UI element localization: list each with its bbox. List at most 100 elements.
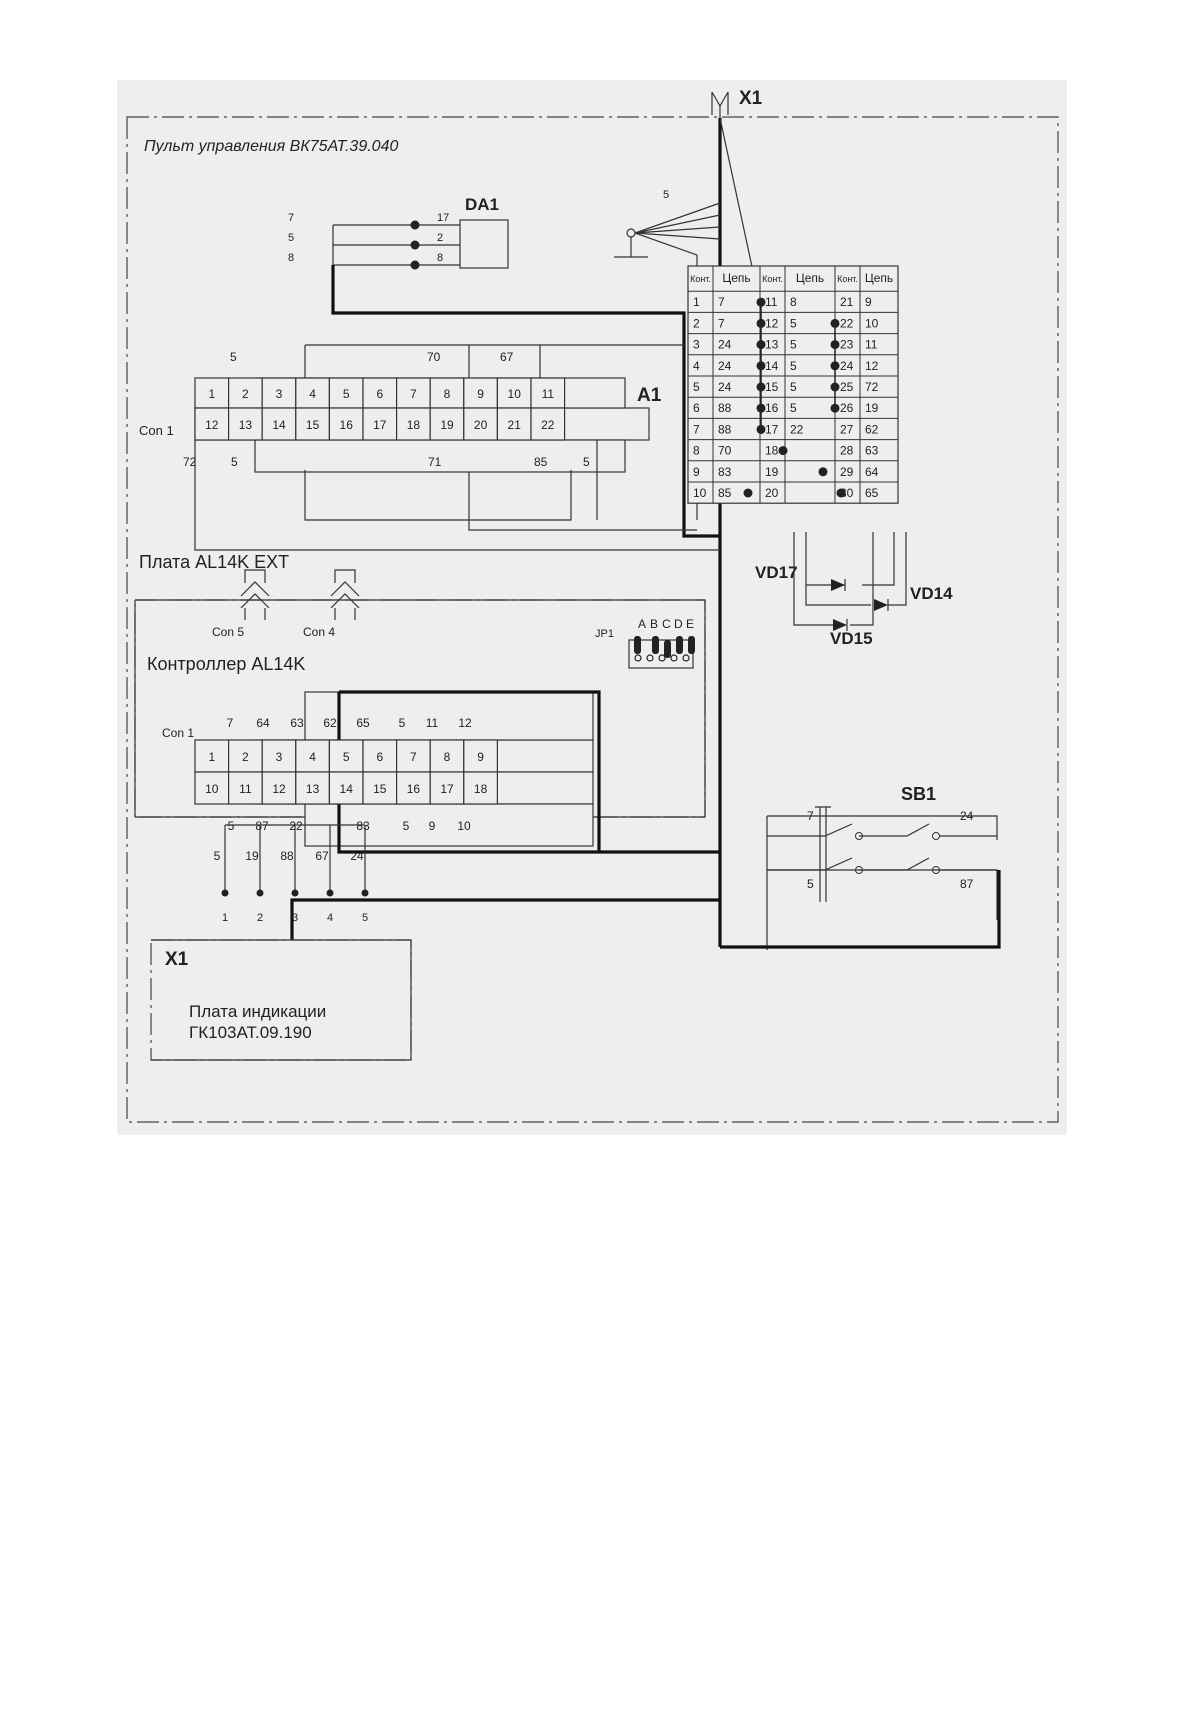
ground-symbol — [614, 202, 721, 520]
x1-table-cell: 83 — [718, 465, 732, 479]
a1-bottom-wire-4: 85 — [534, 455, 548, 469]
da1-pin-1: 17 — [437, 212, 449, 224]
controller-pin-number: 16 — [407, 782, 421, 796]
sb1-wire-1: 7 — [807, 809, 814, 823]
a1-pin-number: 4 — [309, 387, 316, 401]
a1-bottom-wire-3: 71 — [428, 455, 442, 469]
a1-pin-cell — [328, 407, 364, 441]
sb1-wire-3: 5 — [807, 877, 814, 891]
x1-table-cell: 28 — [840, 444, 854, 458]
indication-wire-label: 67 — [315, 849, 329, 863]
a1-label: A1 — [637, 385, 662, 406]
x1-table-cell: 13 — [765, 338, 779, 352]
x1-table-cell: 5 — [790, 359, 797, 373]
a1-pin-cell — [328, 377, 364, 409]
x1-table-cell: 16 — [765, 401, 779, 415]
sb1-label: SB1 — [901, 784, 936, 804]
controller-con-label: Con 1 — [162, 726, 194, 740]
controller-pin-number: 7 — [410, 750, 417, 764]
a1-pin-cell — [227, 407, 263, 441]
a1-pin-number: 6 — [376, 387, 383, 401]
diode-network — [793, 532, 907, 631]
x1-table-cell: 15 — [765, 380, 779, 394]
x1-table-cell: 9 — [693, 465, 700, 479]
controller-pin-number: 18 — [474, 782, 488, 796]
x1-table-cell: 1 — [693, 295, 700, 309]
x1-table-cell: 9 — [865, 295, 872, 309]
ground-wire-label: 5 — [663, 189, 669, 201]
sb1-wire-2: 24 — [960, 809, 974, 823]
a1-pin-cell — [261, 377, 297, 409]
jumper-letter-e: E — [686, 617, 694, 631]
a1-pin-number: 20 — [474, 418, 488, 432]
sb1-wire-4: 87 — [960, 877, 974, 891]
jumper-pin — [670, 654, 678, 662]
a1-pin-number: 10 — [508, 387, 522, 401]
indication-wire-label: 24 — [350, 849, 364, 863]
con5-label: Con 5 — [212, 625, 244, 639]
a1-pin-number: 15 — [306, 418, 320, 432]
x1-table-cell: 63 — [865, 444, 879, 458]
x1-table-cell: 4 — [693, 359, 700, 373]
x1-table-cell: 23 — [840, 338, 854, 352]
a1-bottom-wire-1: 72 — [183, 455, 197, 469]
a1-pin-number: 21 — [508, 418, 522, 432]
controller-harness — [337, 690, 720, 854]
x1-table-cell: 7 — [718, 295, 725, 309]
jumper-letter-c: C — [662, 617, 671, 631]
diode-vd17-label: VD17 — [755, 563, 798, 582]
a1-pin-number: 22 — [541, 418, 555, 432]
controller-pin-cell — [227, 739, 263, 773]
controller-pin-number: 13 — [306, 782, 320, 796]
x1-table-cell: 14 — [765, 359, 779, 373]
indication-pin-dot — [221, 889, 229, 897]
x1-table-cell: 8 — [790, 295, 797, 309]
x1-table-cell: 62 — [865, 422, 879, 436]
controller-top-wire: 5 — [399, 716, 406, 730]
x1-table-cell: 17 — [765, 422, 779, 436]
a1-pin-cell — [429, 377, 465, 409]
con5-plug — [240, 569, 270, 620]
x1-table-cell: 72 — [865, 380, 879, 394]
x1-table-cell: 24 — [718, 359, 732, 373]
x1-table-cell: 70 — [718, 444, 732, 458]
a1-pin-number: 8 — [444, 387, 451, 401]
a1-pin-cell — [530, 377, 566, 409]
controller-pin-cell — [429, 771, 465, 805]
con4-plug — [330, 569, 360, 620]
x1-table-cell: 2 — [693, 316, 700, 330]
sb1-harness — [720, 870, 1001, 949]
x1-table-cell: 6 — [693, 401, 700, 415]
x1-table-cell: 22 — [840, 316, 854, 330]
indication-wire-label: 88 — [280, 849, 294, 863]
controller-pin-number: 8 — [444, 750, 451, 764]
indication-title-2: ГК103АТ.09.190 — [189, 1023, 312, 1042]
a1-pin-cell — [362, 407, 398, 441]
x1-table-diode-dot — [836, 488, 846, 498]
board-ext-label: Плата AL14K EXT — [139, 552, 289, 572]
x1-table-cell: 3 — [693, 338, 700, 352]
controller-top-wire: 7 — [227, 716, 234, 730]
indication-harness — [290, 898, 720, 940]
x1-table-cell: 64 — [865, 465, 879, 479]
a1-pin-cell — [261, 407, 297, 441]
x1-table-cell: 20 — [765, 486, 779, 500]
jumper-shunt — [676, 636, 683, 654]
a1-pin-cell — [227, 377, 263, 409]
indication-frame — [150, 939, 412, 1061]
da1-wire-3: 8 — [288, 252, 294, 264]
x1-table-cell: 7 — [693, 422, 700, 436]
jumper-shunt — [634, 636, 641, 654]
controller-pin-number: 2 — [242, 750, 249, 764]
x1-table-header: Цепь — [722, 271, 750, 285]
x1-table-diode-dot — [743, 488, 753, 498]
x1-table-header: Конт. — [690, 274, 711, 284]
x1-connector-symbol — [711, 91, 729, 120]
a1-pin-number: 13 — [239, 418, 253, 432]
indication-pin-number: 4 — [327, 912, 333, 924]
x1-table-header: Конт. — [837, 274, 858, 284]
jumper-pin — [682, 654, 690, 662]
x1-table-cell: 5 — [693, 380, 700, 394]
